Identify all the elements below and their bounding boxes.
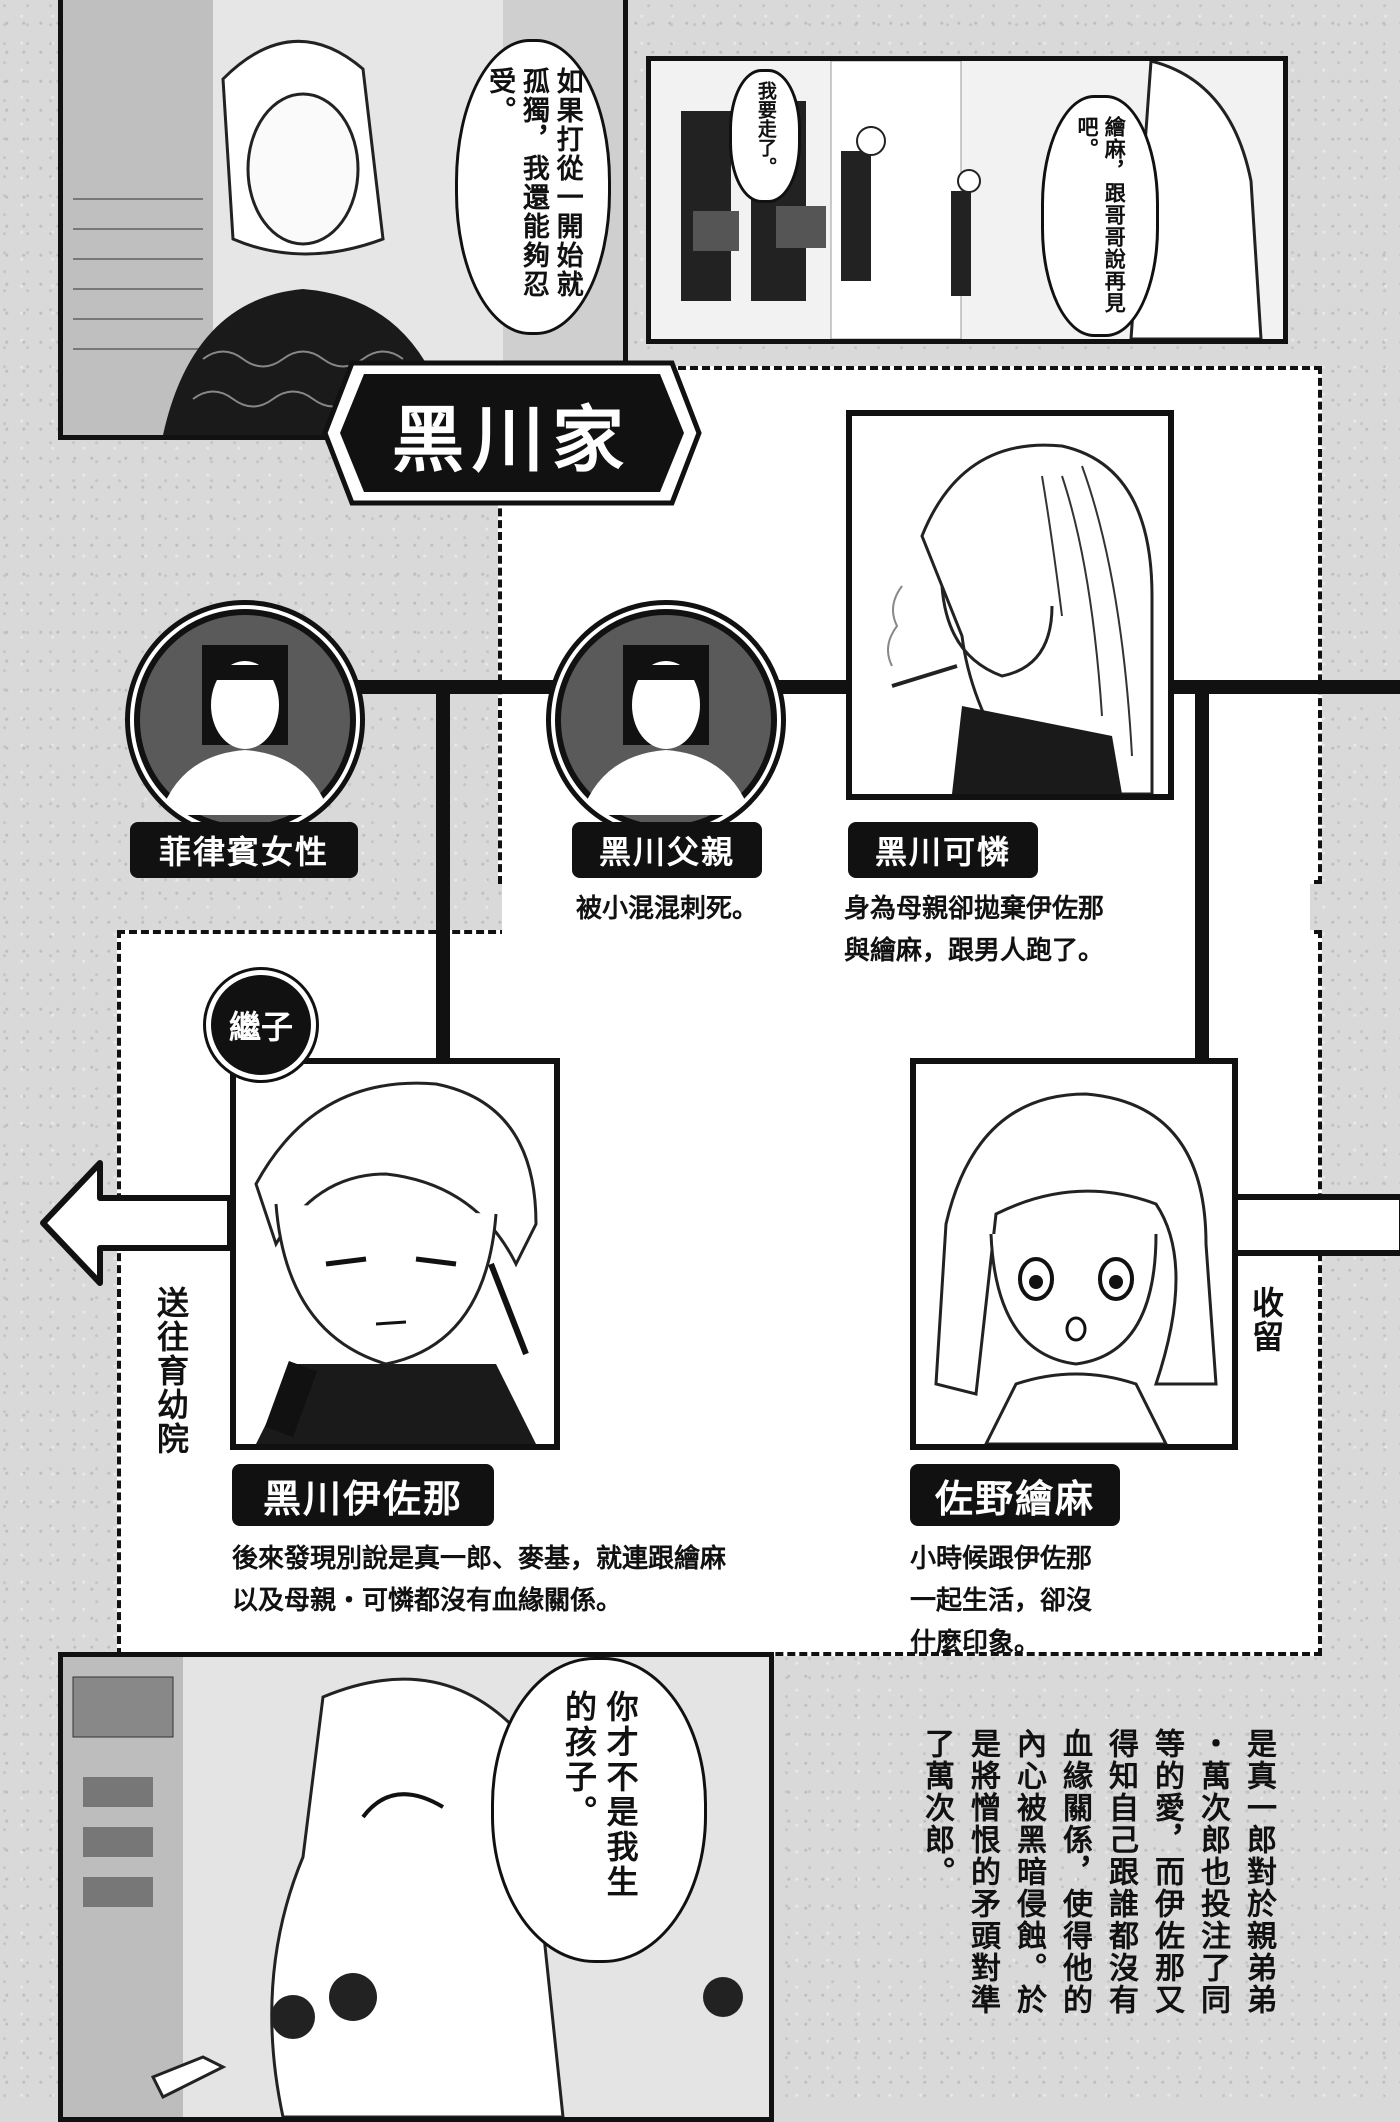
family-box-join — [502, 874, 1310, 934]
father-avatar — [546, 600, 786, 840]
izana-portrait — [230, 1058, 560, 1450]
desc-emma-line-3: 什麼印象。 — [910, 1628, 1041, 1658]
karen-portrait — [846, 410, 1174, 800]
speech-bubble-leaving: 我要走了。 — [729, 69, 801, 203]
speech-bubble-goodbye: 繪麻，跟哥哥說再見吧。 — [1041, 95, 1159, 337]
emma-portrait — [910, 1058, 1238, 1450]
silhouette-icon — [555, 609, 777, 831]
silhouette-icon — [134, 609, 356, 831]
desc-karen-line-2: 與繪麻，跟男人跑了。 — [844, 936, 1105, 966]
speech-text-leaving: 我要走了。 — [754, 81, 777, 176]
mother-child-line — [1195, 680, 1209, 1060]
izana-portrait-art — [236, 1064, 554, 1444]
side-narration-line-6: 內心被黑暗侵蝕。於 — [1011, 1728, 1046, 2016]
speech-bubble-not-my-child: 你才不是我生的孩子。 — [491, 1657, 707, 1963]
name-label-izana: 黑川伊佐那 — [232, 1464, 494, 1526]
speech-bubble-lonely: 如果打從一開始就孤獨，我還能夠忍受。 — [455, 39, 611, 335]
arrow-left-label: 送往育幼院 — [152, 1286, 190, 1456]
panel-bottom-left: 你才不是我生的孩子。 — [58, 1652, 774, 2122]
speech-text-not-my-child: 你才不是我生的孩子。 — [560, 1690, 640, 1900]
name-label-emma: 佐野繪麻 — [910, 1464, 1120, 1526]
desc-izana-line-1: 後來發現別說是真一郎、麥基，就連跟繪麻 — [232, 1544, 727, 1574]
panel-bottom-left-art — [63, 1657, 769, 2117]
panel-top-right: 我要走了。 繪麻，跟哥哥說再見吧。 — [646, 56, 1288, 344]
desc-karen-line-1: 身為母親卻拋棄伊佐那 — [844, 894, 1105, 924]
desc-father: 被小混混刺死。 — [576, 888, 758, 930]
desc-izana: 後來發現別說是真一郎、麥基，就連跟繪麻 以及母親・可憐都沒有血緣關係。 — [232, 1538, 726, 1622]
desc-izana-line-2: 以及母親・可憐都沒有血緣關係。 — [232, 1586, 623, 1616]
arrow-right-label: 收留 — [1247, 1286, 1285, 1354]
desc-emma-line-1: 小時候跟伊佐那 — [910, 1544, 1093, 1574]
name-label-father: 黑川父親 — [572, 822, 762, 878]
speech-text-goodbye: 繪麻，跟哥哥說再見吧。 — [1075, 116, 1127, 314]
emma-portrait-art — [916, 1064, 1232, 1444]
side-narration-line-3: 等的愛，而伊佐那又 — [1149, 1728, 1184, 2016]
family-title-badge — [322, 360, 702, 506]
desc-karen: 身為母親卻拋棄伊佐那 與繪麻，跟男人跑了。 — [844, 888, 1104, 972]
stepchild-badge: 繼子 — [206, 970, 316, 1080]
side-narration-line-4: 得知自己跟誰都沒有 — [1103, 1728, 1138, 2016]
side-narration-line-2: ・萬次郎也投注了同 — [1195, 1728, 1230, 2016]
stepchild-badge-text: 繼子 — [228, 1008, 293, 1046]
side-narration: 是真一郎對於親弟弟 ・萬次郎也投注了同 等的愛，而伊佐那又 得知自己跟誰都沒有 … — [900, 1728, 1280, 2088]
arrow-left-icon — [40, 1160, 230, 1286]
side-narration-line-1: 是真一郎對於親弟弟 — [1241, 1728, 1276, 2016]
filipina-woman-avatar — [125, 600, 365, 840]
side-narration-line-8: 了萬次郎。 — [919, 1728, 954, 1888]
father-child-line — [436, 680, 450, 1060]
desc-emma-line-2: 一起生活，卻沒 — [910, 1586, 1093, 1616]
side-narration-line-7: 是將憎恨的矛頭對準 — [965, 1728, 1000, 2016]
karen-portrait-art — [852, 416, 1168, 794]
family-title: 黑川家 — [391, 397, 632, 482]
desc-emma: 小時候跟伊佐那 一起生活，卻沒 什麼印象。 — [910, 1538, 1092, 1664]
arrow-right-icon — [1222, 1194, 1400, 1256]
side-narration-line-5: 血緣關係，使得他的 — [1057, 1728, 1092, 2016]
name-label-karen: 黑川可憐 — [848, 822, 1038, 878]
desc-father-line: 被小混混刺死。 — [576, 894, 759, 924]
name-label-filipina-woman: 菲律賓女性 — [130, 822, 358, 878]
speech-text-lonely: 如果打從一開始就孤獨，我還能夠忍受。 — [484, 67, 583, 299]
